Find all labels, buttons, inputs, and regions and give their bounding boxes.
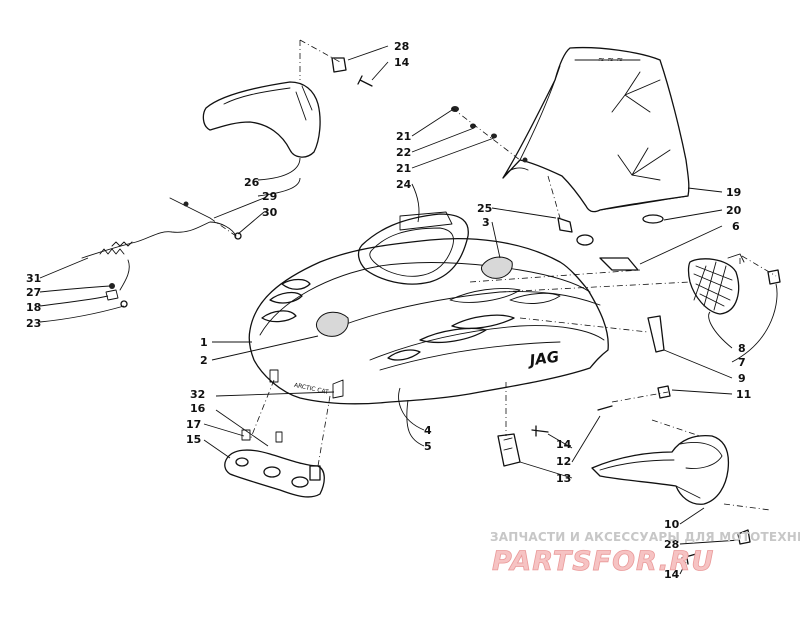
callout-10: 10 [664,518,680,531]
windshield-clip [642,214,664,224]
headlight-clip [767,269,781,285]
callout-8: 8 [738,342,746,355]
callout-25: 25 [477,202,492,215]
callout-3: 3 [482,216,490,229]
callout-4: 4 [424,424,432,437]
callout-30: 30 [262,206,278,219]
screw-14c [681,551,697,565]
callout-9: 9 [738,372,746,385]
callout-18: 18 [26,301,41,314]
screw-12 [597,405,613,411]
screw-14a [357,75,373,87]
callout-26: 26 [244,176,260,189]
callout-21b: 21 [396,162,411,175]
callout-27: 27 [26,286,41,299]
watermark-logo: PARTSFOR.RU [492,546,714,577]
leader-lines [39,45,778,575]
nut-11 [657,385,671,399]
callout-14: 14 [394,56,410,69]
callout-32: 32 [190,388,205,401]
windshield-fasteners [451,106,528,163]
side-decal [599,257,639,271]
callout-31: 31 [26,272,41,285]
svg-text:≈ ≈ ≈: ≈ ≈ ≈ [598,55,623,64]
watermark: ЗАПЧАСТИ И АКСЕССУАРЫ ДЛЯ МОТОТЕХНИКИ PA… [490,530,800,577]
callout-22: 22 [396,146,411,159]
callout-23: 23 [26,317,41,330]
screw-25 [557,217,573,233]
svg-text:ARCTIC CAT: ARCTIC CAT [293,382,329,396]
hood-latch [647,315,665,353]
clip-28b [737,529,751,545]
deflector [202,81,321,158]
callout-7: 7 [738,356,746,369]
screw-14b [531,425,549,437]
assembly-lines [209,39,777,511]
callout-6: 6 [732,220,740,233]
headlight-lens [687,258,740,315]
svg-text:JAG: JAG [526,347,561,369]
callout-5: 5 [424,440,432,453]
windshield: ≈ ≈ ≈ [502,46,690,213]
headlight-bracket [727,253,745,263]
callout-21: 21 [396,130,411,143]
callout-2: 2 [200,354,208,367]
callout-labels: 28 14 26 29 30 31 27 18 23 21 22 21 24 2… [26,40,751,581]
callout-14b: 14 [556,438,572,451]
callout-16: 16 [190,402,206,415]
callout-24: 24 [396,178,412,191]
callout-1: 1 [200,336,208,349]
callout-17: 17 [186,418,201,431]
callout-12: 12 [556,455,571,468]
callout-28b: 28 [664,538,679,551]
hinge-bracket [497,433,521,467]
callout-14c: 14 [664,568,680,581]
callout-15: 15 [186,433,201,446]
cable-fasteners [105,283,128,308]
watermark-subtitle: ЗАПЧАСТИ И АКСЕССУАРЫ ДЛЯ МОТОТЕХНИКИ [490,530,800,544]
deflector-clip [331,57,347,73]
hood: JAG ARCTIC CAT [248,211,609,405]
nose-pan [591,434,730,505]
callout-20: 20 [726,204,742,217]
cable-assembly [81,197,242,291]
washer-3 [576,234,594,246]
front-bumper [224,429,325,498]
callout-29: 29 [262,190,277,203]
callout-28: 28 [394,40,409,53]
callout-19: 19 [726,186,741,199]
callout-11: 11 [736,388,751,401]
callout-13: 13 [556,472,571,485]
